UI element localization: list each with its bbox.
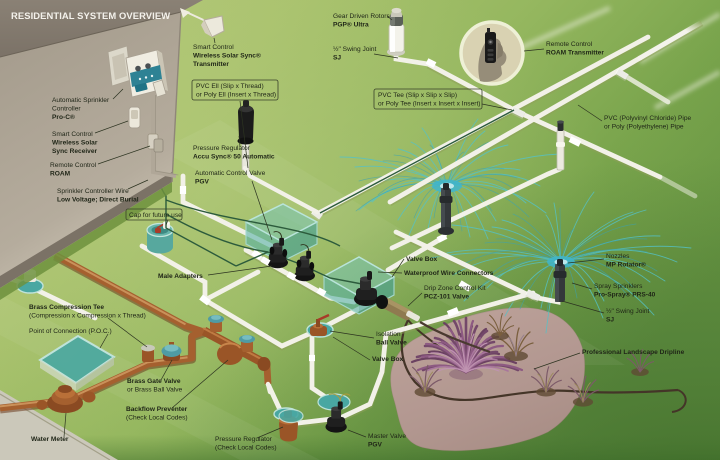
svg-text:ROAM Transmitter: ROAM Transmitter [546,50,604,57]
svg-text:or Brass Ball Valve: or Brass Ball Valve [127,387,183,394]
svg-text:PGV: PGV [368,442,383,449]
svg-text:Controller: Controller [52,106,81,113]
svg-text:SJ: SJ [333,55,341,62]
svg-text:Low Voltage; Direct Burial: Low Voltage; Direct Burial [57,197,139,204]
svg-text:Cap for future use: Cap for future use [129,212,182,219]
svg-text:Brass Gate Valve: Brass Gate Valve [127,378,181,385]
svg-text:PGV: PGV [195,179,210,186]
svg-text:Pressure Regulator: Pressure Regulator [215,436,273,443]
svg-text:Wireless Solar Sync®: Wireless Solar Sync® [193,52,261,60]
svg-text:PVC Ell (Slip x Thread): PVC Ell (Slip x Thread) [196,83,264,90]
svg-text:Brass Compression Tee: Brass Compression Tee [29,304,104,311]
svg-text:Isolation: Isolation [376,331,401,338]
svg-text:Professional Landscape Driplin: Professional Landscape Dripline [582,349,685,356]
svg-text:Master Valve: Master Valve [368,433,406,440]
svg-text:Smart Control: Smart Control [52,131,93,138]
svg-text:PVC (Polyvinyl Chloride) Pipe: PVC (Polyvinyl Chloride) Pipe [604,115,692,122]
svg-text:Sync Receiver: Sync Receiver [52,148,98,155]
svg-text:Point of Connection (P.O.C.): Point of Connection (P.O.C.) [29,328,112,335]
svg-text:PCZ-101 Valve: PCZ-101 Valve [424,294,469,301]
svg-text:or Poly (Polyethylene) Pipe: or Poly (Polyethylene) Pipe [604,124,684,131]
svg-text:Smart Control: Smart Control [193,44,234,51]
svg-text:Spray Sprinklers: Spray Sprinklers [594,283,643,290]
svg-text:RESIDENTIAL SYSTEM OVERVIEW: RESIDENTIAL SYSTEM OVERVIEW [11,10,170,21]
svg-text:Pressure Regulator: Pressure Regulator [193,145,251,152]
svg-text:Remote Control: Remote Control [50,162,97,169]
svg-text:Automatic Control Valve: Automatic Control Valve [195,170,266,177]
svg-text:½" Swing Joint: ½" Swing Joint [333,45,377,53]
svg-text:SJ: SJ [606,317,614,324]
svg-text:Gear Driven Rotors: Gear Driven Rotors [333,13,391,20]
svg-text:or Poly Tee (Insert x Insert x: or Poly Tee (Insert x Insert x Insert) [378,101,480,108]
svg-text:(Compression x Compression x T: (Compression x Compression x Thread) [29,313,146,320]
svg-text:½" Swing Joint: ½" Swing Joint [606,307,650,315]
svg-text:Automatic Sprinkler: Automatic Sprinkler [52,97,110,104]
svg-text:ROAM: ROAM [50,171,71,178]
svg-text:Drip Zone Control Kit: Drip Zone Control Kit [424,285,486,292]
svg-text:(Check Local Codes): (Check Local Codes) [215,445,277,452]
svg-text:Accu Sync® 50 Automatic: Accu Sync® 50 Automatic [193,153,275,161]
svg-text:Wireless Solar: Wireless Solar [52,140,98,147]
svg-text:Backflow Preventer: Backflow Preventer [126,406,188,413]
svg-text:MP Rotator®: MP Rotator® [606,261,646,269]
svg-text:Sprinkler Controller Wire: Sprinkler Controller Wire [57,188,129,195]
svg-text:PVC Tee (Slip x Slip x Slip): PVC Tee (Slip x Slip x Slip) [378,92,457,99]
svg-text:Nozzles: Nozzles [606,253,630,260]
svg-text:Waterproof Wire Connectors: Waterproof Wire Connectors [404,270,494,277]
svg-text:Transmitter: Transmitter [193,61,229,68]
svg-text:Remote Control: Remote Control [546,41,593,48]
svg-text:Male Adapters: Male Adapters [158,273,203,280]
svg-text:or Poly Ell (Insert x Thread): or Poly Ell (Insert x Thread) [196,92,276,99]
svg-text:Water Meter: Water Meter [31,436,69,443]
svg-text:Pro-Spray® PRS-40: Pro-Spray® PRS-40 [594,291,656,299]
svg-text:Valve Box: Valve Box [406,256,437,263]
svg-text:PGP® Ultra: PGP® Ultra [333,21,369,29]
svg-text:Ball Valve: Ball Valve [376,340,407,347]
svg-text:(Check Local Codes): (Check Local Codes) [126,415,188,422]
svg-text:Valve Box: Valve Box [372,356,403,363]
svg-text:Pro-C®: Pro-C® [52,113,75,121]
